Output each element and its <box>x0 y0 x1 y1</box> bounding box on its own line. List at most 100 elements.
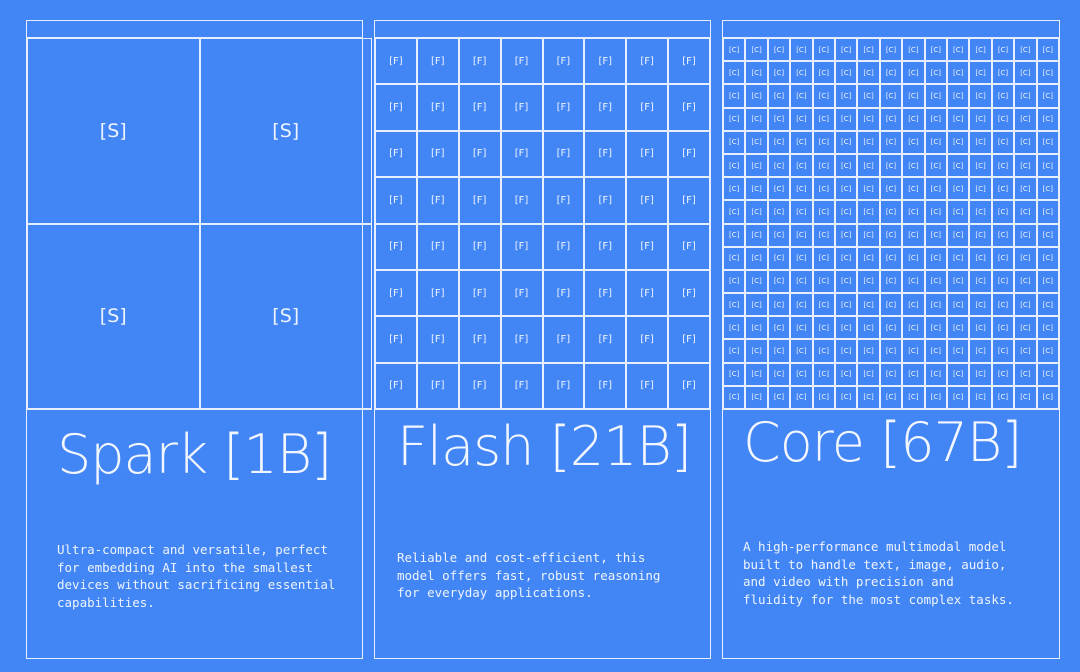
core-grid-cell: [C] <box>1036 130 1059 154</box>
flash-grid-cell: [F] <box>542 223 585 270</box>
core-grid-cell: [C] <box>767 84 791 108</box>
core-grid-area: [C][C][C][C][C][C][C][C][C][C][C][C][C][… <box>723 38 1059 410</box>
core-grid-cell: [C] <box>1036 339 1059 363</box>
core-grid-cell: [C] <box>745 223 768 247</box>
core-grid-cell: [C] <box>1036 223 1059 247</box>
core-grid-cell: [C] <box>790 339 813 363</box>
model-description: Ultra-compact and versatile, perfect for… <box>57 542 336 610</box>
flash-grid-cell: [F] <box>500 84 543 131</box>
core-grid-cell: [C] <box>991 223 1015 247</box>
core-grid-cell: [C] <box>857 316 880 340</box>
core-grid-cell: [C] <box>924 38 947 62</box>
core-grid-cell: [C] <box>969 153 992 178</box>
core-grid-cell: [C] <box>924 107 947 131</box>
flash-grid-cell: [F] <box>542 362 585 409</box>
flash-grid-cell: [F] <box>542 38 585 85</box>
core-grid-cell: [C] <box>745 269 768 294</box>
core-grid-cell: [C] <box>924 130 947 154</box>
core-cell-grid: [C][C][C][C][C][C][C][C][C][C][C][C][C][… <box>723 38 1059 409</box>
core-grid-cell: [C] <box>879 316 903 340</box>
model-card-flash: [F][F][F][F][F][F][F][F][F][F][F][F][F][… <box>374 20 711 659</box>
core-grid-cell: [C] <box>723 269 746 294</box>
core-grid-cell: [C] <box>991 269 1015 294</box>
core-grid-cell: [C] <box>834 84 858 108</box>
core-grid-cell: [C] <box>946 362 970 386</box>
flash-grid-cell: [F] <box>626 177 669 224</box>
core-grid-cell: [C] <box>1036 84 1059 108</box>
core-grid-cell: [C] <box>834 246 858 270</box>
core-grid-cell: [C] <box>969 362 992 386</box>
core-grid-cell: [C] <box>745 293 768 317</box>
flash-grid-cell: [F] <box>375 38 417 85</box>
core-grid-cell: [C] <box>924 385 947 409</box>
flash-grid-cell: [F] <box>458 177 501 224</box>
flash-grid-cell: [F] <box>500 177 543 224</box>
core-grid-cell: [C] <box>1036 316 1059 340</box>
core-grid-cell: [C] <box>723 339 746 363</box>
core-grid-cell: [C] <box>790 316 813 340</box>
core-grid-cell: [C] <box>969 177 992 201</box>
core-grid-cell: [C] <box>812 339 835 363</box>
core-grid-cell: [C] <box>834 153 858 178</box>
flash-grid-cell: [F] <box>668 362 710 409</box>
core-grid-cell: [C] <box>834 385 858 409</box>
core-grid-cell: [C] <box>902 362 925 386</box>
flash-grid-cell: [F] <box>458 38 501 85</box>
core-grid-cell: [C] <box>723 153 746 178</box>
core-grid-cell: [C] <box>745 200 768 224</box>
core-grid-cell: [C] <box>723 293 746 317</box>
core-grid-cell: [C] <box>767 223 791 247</box>
core-grid-cell: [C] <box>969 316 992 340</box>
core-grid-cell: [C] <box>991 200 1015 224</box>
core-grid-cell: [C] <box>834 223 858 247</box>
model-title: Spark [1B] <box>57 423 332 486</box>
core-grid-cell: [C] <box>902 223 925 247</box>
core-grid-cell: [C] <box>969 339 992 363</box>
core-grid-cell: [C] <box>946 177 970 201</box>
flash-grid-cell: [F] <box>584 269 627 317</box>
spark-cell-grid: [S][S][S][S] <box>27 38 372 409</box>
core-grid-cell: [C] <box>991 153 1015 178</box>
core-grid-cell: [C] <box>969 246 992 270</box>
core-grid-cell: [C] <box>1036 362 1059 386</box>
core-grid-cell: [C] <box>812 130 835 154</box>
core-grid-cell: [C] <box>857 269 880 294</box>
core-grid-cell: [C] <box>924 293 947 317</box>
core-grid-cell: [C] <box>812 107 835 131</box>
core-grid-cell: [C] <box>723 246 746 270</box>
core-grid-cell: [C] <box>745 61 768 85</box>
core-grid-cell: [C] <box>857 61 880 85</box>
core-grid-cell: [C] <box>902 84 925 108</box>
flash-grid-cell: [F] <box>375 130 417 178</box>
core-grid-cell: [C] <box>745 153 768 178</box>
core-grid-cell: [C] <box>1036 293 1059 317</box>
model-description: A high-performance multimodal model buil… <box>743 539 1014 607</box>
core-grid-cell: [C] <box>857 246 880 270</box>
model-title: Core [67B] <box>743 411 1022 474</box>
core-grid-cell: [C] <box>1036 107 1059 131</box>
core-grid-cell: [C] <box>767 385 791 409</box>
core-grid-cell: [C] <box>1036 177 1059 201</box>
core-grid-cell: [C] <box>902 107 925 131</box>
core-grid-cell: [C] <box>1036 153 1059 178</box>
core-grid-cell: [C] <box>879 385 903 409</box>
core-grid-cell: [C] <box>834 316 858 340</box>
core-grid-cell: [C] <box>902 269 925 294</box>
core-grid-cell: [C] <box>745 107 768 131</box>
core-grid-cell: [C] <box>946 339 970 363</box>
core-grid-cell: [C] <box>879 153 903 178</box>
core-grid-cell: [C] <box>790 246 813 270</box>
core-grid-cell: [C] <box>745 38 768 62</box>
core-grid-cell: [C] <box>767 339 791 363</box>
core-grid-cell: [C] <box>946 200 970 224</box>
core-grid-cell: [C] <box>767 38 791 62</box>
flash-grid-cell: [F] <box>416 362 459 409</box>
flash-grid-cell: [F] <box>542 130 585 178</box>
flash-grid-cell: [F] <box>458 130 501 178</box>
core-grid-cell: [C] <box>879 339 903 363</box>
core-grid-cell: [C] <box>834 339 858 363</box>
core-grid-cell: [C] <box>879 293 903 317</box>
core-grid-cell: [C] <box>1036 38 1059 62</box>
core-grid-cell: [C] <box>745 246 768 270</box>
flash-grid-cell: [F] <box>416 316 459 363</box>
